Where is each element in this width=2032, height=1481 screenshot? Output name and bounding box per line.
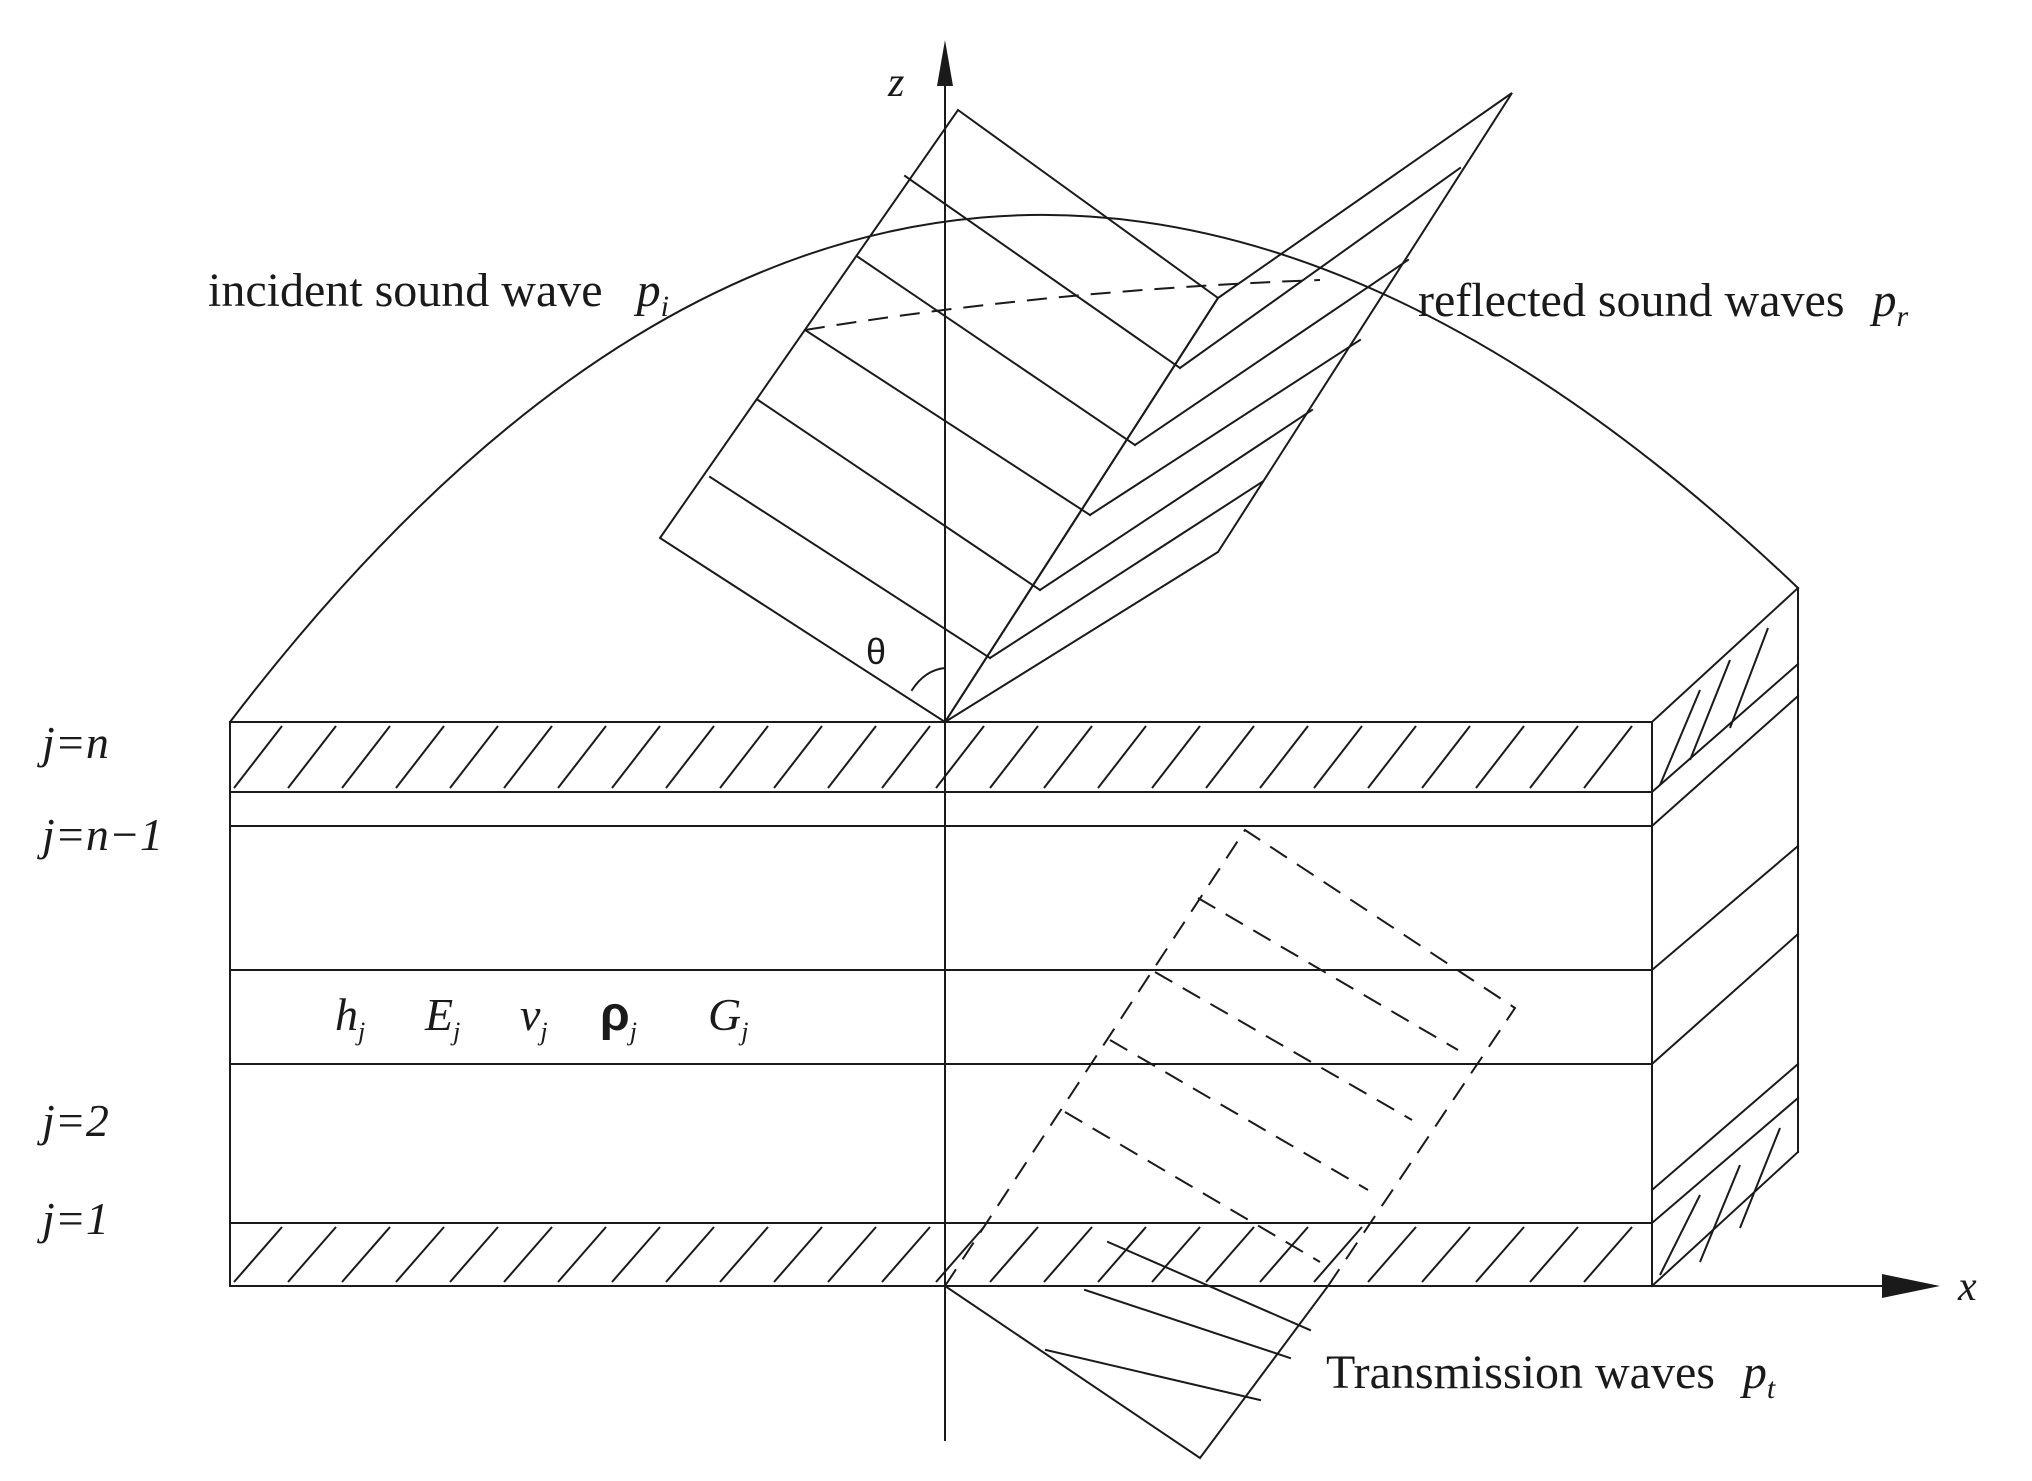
- side-hatch-stroke: [1739, 1127, 1781, 1229]
- hatch-stroke: [719, 1226, 769, 1283]
- theta-angle-arc: [910, 666, 947, 692]
- hatch-stroke: [881, 725, 931, 789]
- hatch-stroke: [1259, 1226, 1309, 1283]
- incident-wave-label: incident sound wave pi: [208, 264, 669, 323]
- transmitted-wave-label: Transmission waves pt: [1326, 1346, 1776, 1405]
- hatch-stroke: [557, 725, 607, 789]
- side-hatch-stroke: [1659, 1194, 1701, 1276]
- plate-front-face: [229, 721, 1653, 1287]
- side-hatch-stroke: [1729, 627, 1769, 729]
- hatch-stroke: [395, 725, 445, 789]
- hatch-stroke: [503, 725, 553, 789]
- hatch-stroke: [287, 1226, 337, 1283]
- hatch-stroke: [1367, 1226, 1417, 1283]
- hatch-stroke: [1205, 1226, 1255, 1283]
- hatch-stroke: [287, 725, 337, 789]
- transmitted-wave-band: [943, 1240, 1330, 1460]
- reflected-wave-band: [944, 92, 1513, 723]
- theta-label: θ: [866, 631, 886, 672]
- hatch-stroke: [1313, 725, 1363, 789]
- layer-properties: hj Ej vj ρj Gj: [335, 988, 748, 1046]
- property-v: vj: [520, 989, 548, 1046]
- hatch-stroke: [881, 1226, 931, 1283]
- hatch-stroke: [935, 1226, 985, 1283]
- z-axis-arrowhead: [937, 40, 953, 86]
- hatch-stroke: [1421, 725, 1471, 789]
- hatch-stroke: [1313, 1226, 1363, 1283]
- property-h: hj: [335, 989, 365, 1046]
- hatch-stroke: [503, 1226, 553, 1283]
- hatch-stroke: [449, 725, 499, 789]
- wavefront-dashed-arc: [804, 279, 1321, 331]
- layer-label-n: j=n: [37, 717, 109, 768]
- hatch-stroke: [1043, 1226, 1093, 1283]
- hatch-stroke: [341, 1226, 391, 1283]
- hatch-stroke: [989, 725, 1039, 789]
- hatch-stroke: [773, 725, 823, 789]
- hatch-stroke: [989, 1226, 1039, 1283]
- side-hatch-stroke: [1659, 689, 1701, 786]
- z-axis: [937, 40, 953, 1441]
- layer-label-n-minus-1: j=n−1: [37, 809, 163, 860]
- hatch-stroke: [1583, 1226, 1633, 1283]
- top-layer-hatching: [233, 725, 1633, 789]
- hatch-stroke: [449, 1226, 499, 1283]
- side-hatch-stroke: [1689, 659, 1731, 761]
- hatch-stroke: [1529, 1226, 1579, 1283]
- hatch-stroke: [665, 1226, 715, 1283]
- hatch-stroke: [233, 1226, 283, 1283]
- hatch-stroke: [1097, 725, 1147, 789]
- hatch-stroke: [233, 725, 283, 789]
- hatch-stroke: [341, 725, 391, 789]
- hatch-stroke: [1475, 1226, 1525, 1283]
- property-G: Gj: [708, 989, 748, 1046]
- incident-wave-band: [658, 108, 1220, 724]
- hatch-stroke: [395, 1226, 445, 1283]
- hatch-stroke: [1421, 1226, 1471, 1283]
- z-axis-label: z: [887, 60, 904, 106]
- hatch-stroke: [557, 1226, 607, 1283]
- hatch-stroke: [1529, 725, 1579, 789]
- hatch-stroke: [1259, 725, 1309, 789]
- x-axis-arrowhead: [1882, 1274, 1940, 1298]
- hatch-stroke: [773, 1226, 823, 1283]
- hatch-stroke: [665, 725, 715, 789]
- side-face-hatching: [1659, 627, 1781, 1276]
- layer-label-2: j=2: [37, 1095, 109, 1146]
- bottom-layer-hatching: [233, 1226, 1633, 1283]
- plate-side-face: [1650, 586, 1800, 1288]
- hemisphere-arc: [228, 213, 1800, 724]
- hatch-stroke: [1475, 725, 1525, 789]
- hatch-stroke: [1043, 725, 1093, 789]
- property-rho: ρj: [600, 988, 637, 1046]
- x-axis-label: x: [1957, 1264, 1977, 1310]
- x-axis: [1651, 1274, 1940, 1298]
- layer-label-1: j=1: [37, 1193, 109, 1244]
- hatch-stroke: [1205, 725, 1255, 789]
- reflected-wave-label: reflected sound waves pr: [1418, 274, 1909, 333]
- hatch-stroke: [1367, 725, 1417, 789]
- transmitted-wave-dashed: [944, 828, 1517, 1287]
- hatch-stroke: [1151, 725, 1201, 789]
- hatch-stroke: [827, 725, 877, 789]
- hatch-stroke: [827, 1226, 877, 1283]
- hatch-stroke: [1583, 725, 1633, 789]
- hatch-stroke: [611, 725, 661, 789]
- hatch-stroke: [1151, 1226, 1201, 1283]
- hatch-stroke: [935, 725, 985, 789]
- hatch-stroke: [1097, 1226, 1147, 1283]
- hatch-stroke: [611, 1226, 661, 1283]
- property-E: Ej: [424, 989, 460, 1046]
- side-hatch-stroke: [1699, 1164, 1741, 1263]
- hatch-stroke: [719, 725, 769, 789]
